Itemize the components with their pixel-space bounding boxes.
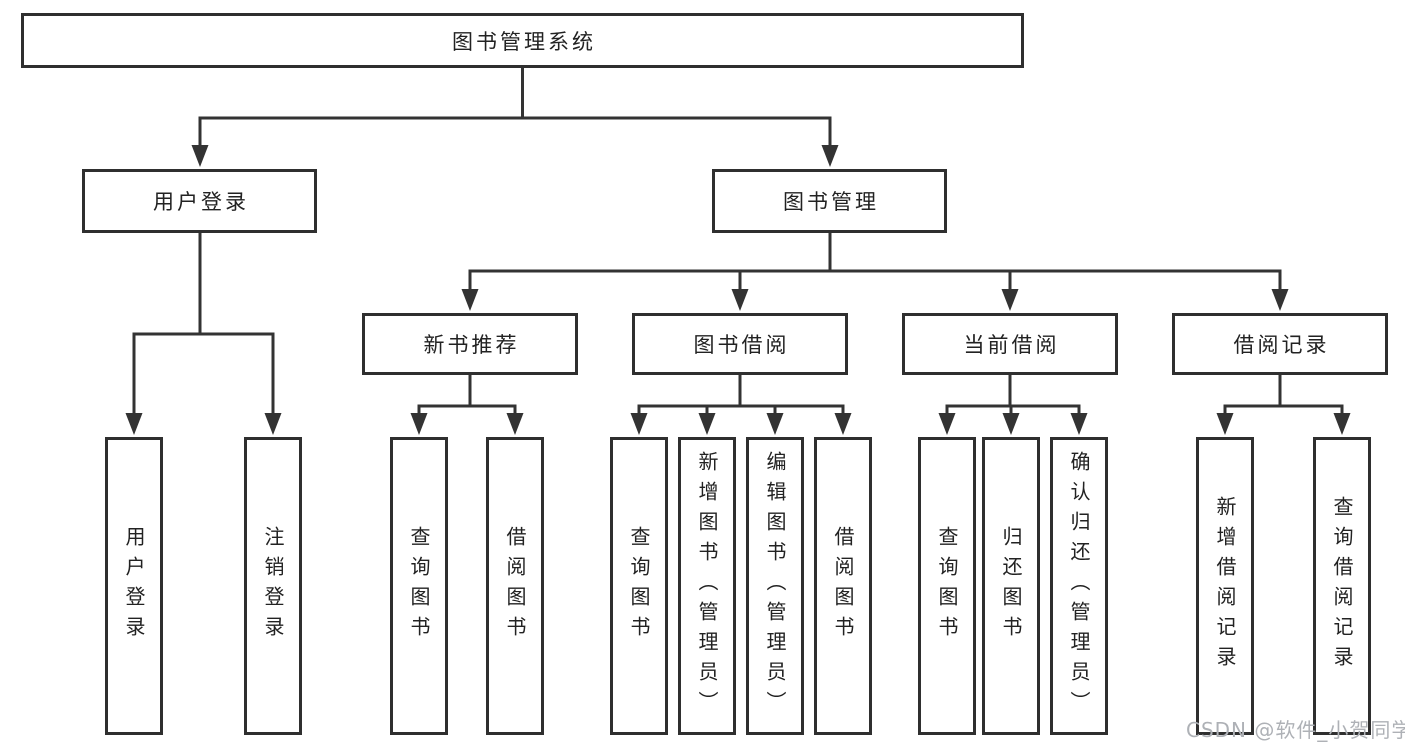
node-borrowing-records: 借阅记录 (1172, 313, 1388, 375)
leaf-borrowing-query-books: 查询图书 (610, 437, 668, 735)
node-book-borrowing: 图书借阅 (632, 313, 848, 375)
leaf-records-query-record: 查询借阅记录 (1313, 437, 1371, 735)
node-label: 当前借阅 (963, 333, 1060, 357)
node-user-login: 用户登录 (82, 169, 317, 233)
arrow-down-icon (1070, 413, 1088, 435)
arrow-down-icon (698, 413, 716, 435)
leaf-borrowing-add-books-admin: 新增图书（管理员） (678, 437, 736, 735)
arrow-down-icon (506, 413, 524, 435)
arrow-down-icon (1002, 413, 1020, 435)
leaf-label: 确认归还（管理员） (1067, 451, 1091, 721)
leaf-label: 新增图书（管理员） (695, 451, 719, 721)
node-label: 用户登录 (153, 190, 249, 214)
leaf-borrowing-borrow-books: 借阅图书 (814, 437, 872, 735)
leaf-logout: 注销登录 (244, 437, 302, 735)
leaf-label: 归还图书 (999, 526, 1023, 646)
leaf-current-confirm-return-admin: 确认归还（管理员） (1050, 437, 1108, 735)
arrow-down-icon (834, 413, 852, 435)
arrow-down-icon (125, 413, 143, 435)
node-label: 借阅记录 (1233, 333, 1330, 357)
leaf-current-query-books: 查询图书 (918, 437, 976, 735)
leaf-label: 新增借阅记录 (1213, 496, 1237, 676)
arrow-down-icon (264, 413, 282, 435)
node-library-management-system: 图书管理系统 (21, 13, 1024, 68)
leaf-records-add-record: 新增借阅记录 (1196, 437, 1254, 735)
arrow-down-icon (630, 413, 648, 435)
arrow-down-icon (410, 413, 428, 435)
arrowheads (125, 145, 1351, 435)
arrow-down-icon (1216, 413, 1234, 435)
leaf-borrowing-edit-books-admin: 编辑图书（管理员） (746, 437, 804, 735)
node-label: 图书管理 (783, 190, 879, 214)
arrow-down-icon (1333, 413, 1351, 435)
node-label: 图书借阅 (693, 333, 790, 357)
leaf-current-return-books: 归还图书 (982, 437, 1040, 735)
arrow-down-icon (821, 145, 839, 167)
node-book-management: 图书管理 (712, 169, 947, 233)
node-label: 新书推荐 (423, 333, 520, 357)
leaf-label: 查询图书 (627, 526, 651, 646)
node-current-borrowing: 当前借阅 (902, 313, 1118, 375)
leaf-new-book-borrow-books: 借阅图书 (486, 437, 544, 735)
arrow-down-icon (461, 289, 479, 311)
arrow-down-icon (731, 289, 749, 311)
leaf-label: 注销登录 (261, 526, 285, 646)
leaf-label: 编辑图书（管理员） (763, 451, 787, 721)
leaf-label: 查询借阅记录 (1330, 496, 1354, 676)
arrow-down-icon (1001, 289, 1019, 311)
arrow-down-icon (191, 145, 209, 167)
leaf-new-book-query-books: 查询图书 (390, 437, 448, 735)
leaf-label: 借阅图书 (831, 526, 855, 646)
arrow-down-icon (1271, 289, 1289, 311)
leaf-label: 查询图书 (407, 526, 431, 646)
leaf-label: 查询图书 (935, 526, 959, 646)
arrow-down-icon (766, 413, 784, 435)
node-new-book-recommend: 新书推荐 (362, 313, 578, 375)
csdn-watermark: CSDN @软件_小贺同学 (1186, 718, 1405, 742)
leaf-label: 用户登录 (122, 526, 146, 646)
leaf-label: 借阅图书 (503, 526, 527, 646)
leaf-user-login: 用户登录 (105, 437, 163, 735)
node-label: 图书管理系统 (452, 29, 596, 54)
arrow-down-icon (938, 413, 956, 435)
